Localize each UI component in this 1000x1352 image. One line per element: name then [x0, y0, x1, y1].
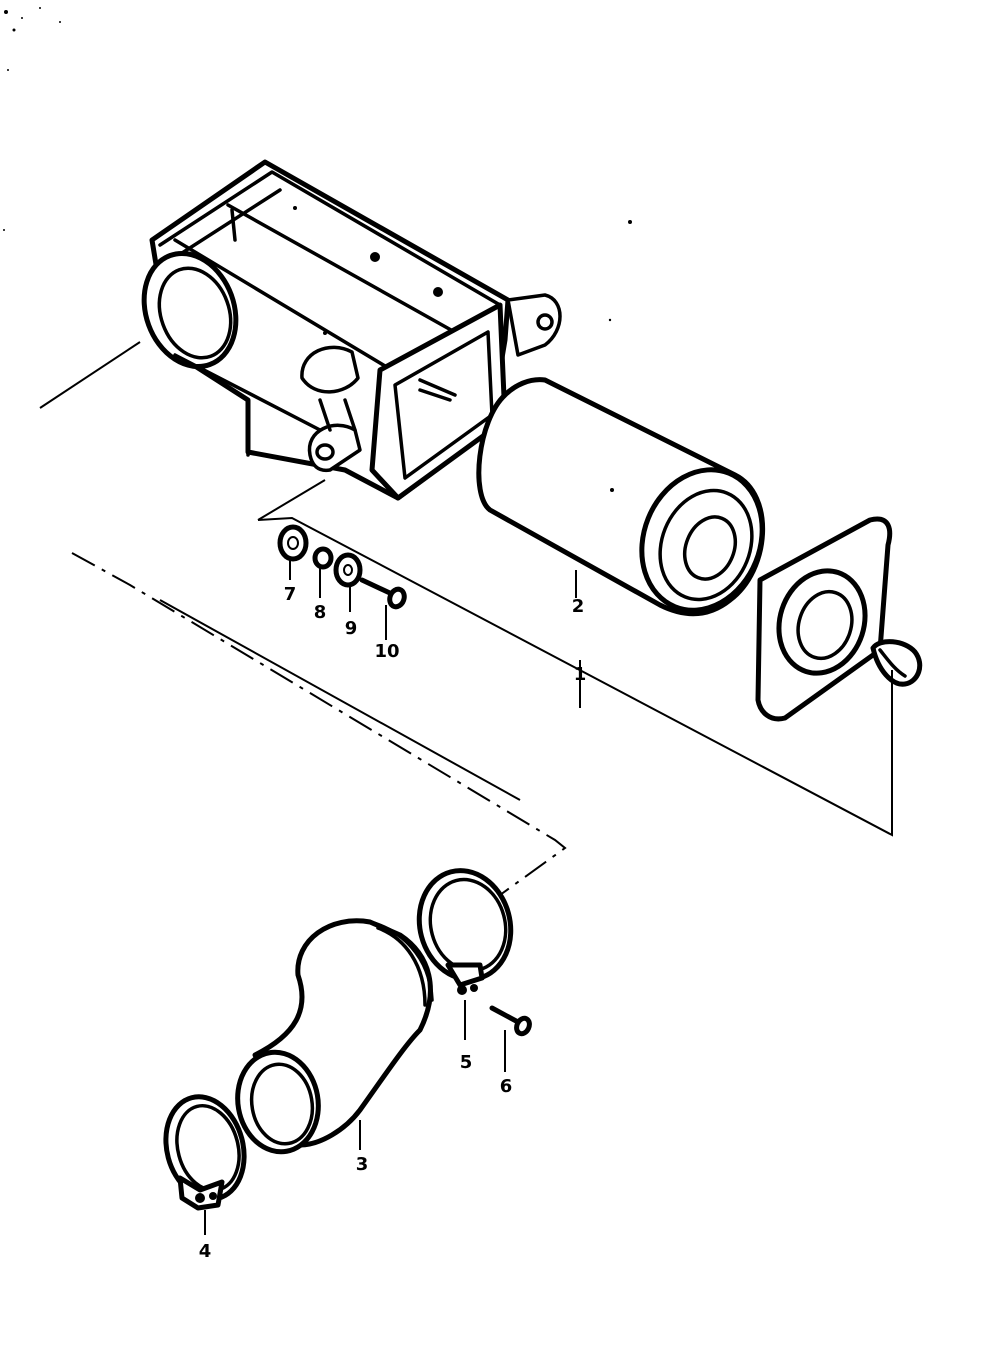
label-part-7: 7 — [284, 584, 297, 605]
leader-lines — [39, 341, 893, 1235]
air-cleaner-case — [141, 159, 562, 501]
scan-noise — [3, 7, 632, 322]
label-part-5: 5 — [460, 1052, 473, 1073]
label-part-8: 8 — [314, 602, 327, 623]
label-part-9: 9 — [345, 618, 358, 639]
hose-clamp-upper — [416, 868, 514, 995]
label-part-6: 6 — [500, 1076, 513, 1097]
part-labels: 1 2 3 4 5 6 7 8 9 10 — [199, 584, 587, 1262]
cover-plate — [755, 516, 893, 722]
label-part-10: 10 — [374, 641, 399, 662]
label-part-1: 1 — [574, 664, 587, 685]
label-part-2: 2 — [572, 596, 585, 617]
washer-9 — [333, 552, 363, 588]
bolt-10 — [359, 577, 407, 610]
wing-nut — [870, 639, 923, 687]
hose-clamp-lower — [163, 1094, 247, 1211]
clamp-screw-6 — [489, 1005, 532, 1037]
intake-hose — [235, 918, 434, 1155]
filter-element — [476, 377, 765, 617]
lock-washer-8 — [312, 546, 334, 570]
washer-7 — [277, 524, 309, 562]
label-part-3: 3 — [356, 1154, 369, 1175]
label-part-4: 4 — [199, 1241, 212, 1262]
